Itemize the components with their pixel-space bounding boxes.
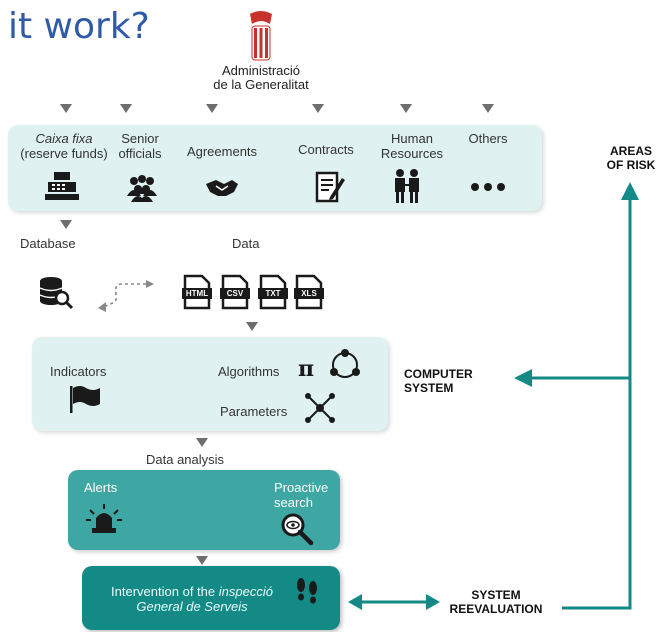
sources-panel: [8, 125, 542, 211]
ellipsis-icon: [471, 183, 505, 191]
intervention-label: Intervention of the inspecció General de…: [111, 584, 273, 614]
indicators-label: Indicators: [50, 364, 107, 379]
source-caixa-fixa: Caixa fixa (reserve funds): [20, 131, 108, 161]
administracio-label: Administració de la Generalitat: [213, 63, 309, 92]
system-reevaluation-label: SYSTEM REEVALUATION: [449, 588, 543, 616]
data-label: Data: [232, 236, 260, 251]
alarm-light-icon: [86, 504, 122, 533]
cash-register-icon: [45, 172, 79, 200]
database-label: Database: [20, 236, 76, 251]
algorithms-label: Algorithms: [218, 364, 280, 379]
data-analysis-label: Data analysis: [146, 452, 225, 467]
proactive-search-label: Proactive search: [274, 480, 329, 510]
source-human-resources: Human Resources: [380, 131, 444, 161]
arrow-down-icon: [60, 220, 72, 229]
handshake-icon: [206, 180, 238, 196]
data-exchange-arrow-icon: [98, 280, 154, 312]
arrow-down-icon: [400, 104, 412, 113]
arrow-down-icon: [482, 104, 494, 113]
areas-of-risk-label: AREAS OF RISK: [606, 144, 656, 172]
generalitat-logo: [250, 11, 272, 61]
file-types-group: HTML CSV TXT XLS: [182, 274, 332, 314]
html-file-icon: HTML: [182, 274, 212, 315]
arrow-down-icon: [312, 104, 324, 113]
source-senior-officials: Senior officials: [118, 131, 162, 161]
arrow-down-icon: [120, 104, 132, 113]
pi-icon: π: [298, 356, 315, 382]
network-nodes-icon: [305, 393, 335, 423]
arrow-down-icon: [196, 556, 208, 565]
arrow-down-icon: [246, 322, 258, 331]
source-others: Others: [468, 131, 508, 146]
source-agreements: Agreements: [186, 144, 258, 159]
page-title: it work?: [8, 6, 150, 47]
source-contracts: Contracts: [298, 142, 354, 157]
flag-icon: [70, 386, 100, 413]
footprints-icon: [297, 578, 317, 604]
magnifier-eye-icon: [281, 513, 314, 546]
data-analysis-panel: [68, 470, 340, 550]
computer-system-label: COMPUTER SYSTEM: [404, 367, 473, 395]
csv-file-icon: CSV: [220, 274, 250, 315]
xls-file-icon: XLS: [294, 274, 324, 315]
intervention-panel: [82, 566, 340, 630]
txt-file-icon: TXT: [258, 274, 288, 315]
parameters-label: Parameters: [220, 404, 288, 419]
arrow-down-icon: [196, 438, 208, 447]
contract-document-icon: [315, 171, 345, 203]
alerts-label: Alerts: [84, 480, 118, 495]
staff-icon: [395, 169, 419, 203]
arrow-down-icon: [60, 104, 72, 113]
people-group-icon: [127, 175, 157, 202]
cycle-graph-icon: [330, 349, 360, 378]
arrow-down-icon: [206, 104, 218, 113]
database-search-icon: [39, 277, 74, 310]
